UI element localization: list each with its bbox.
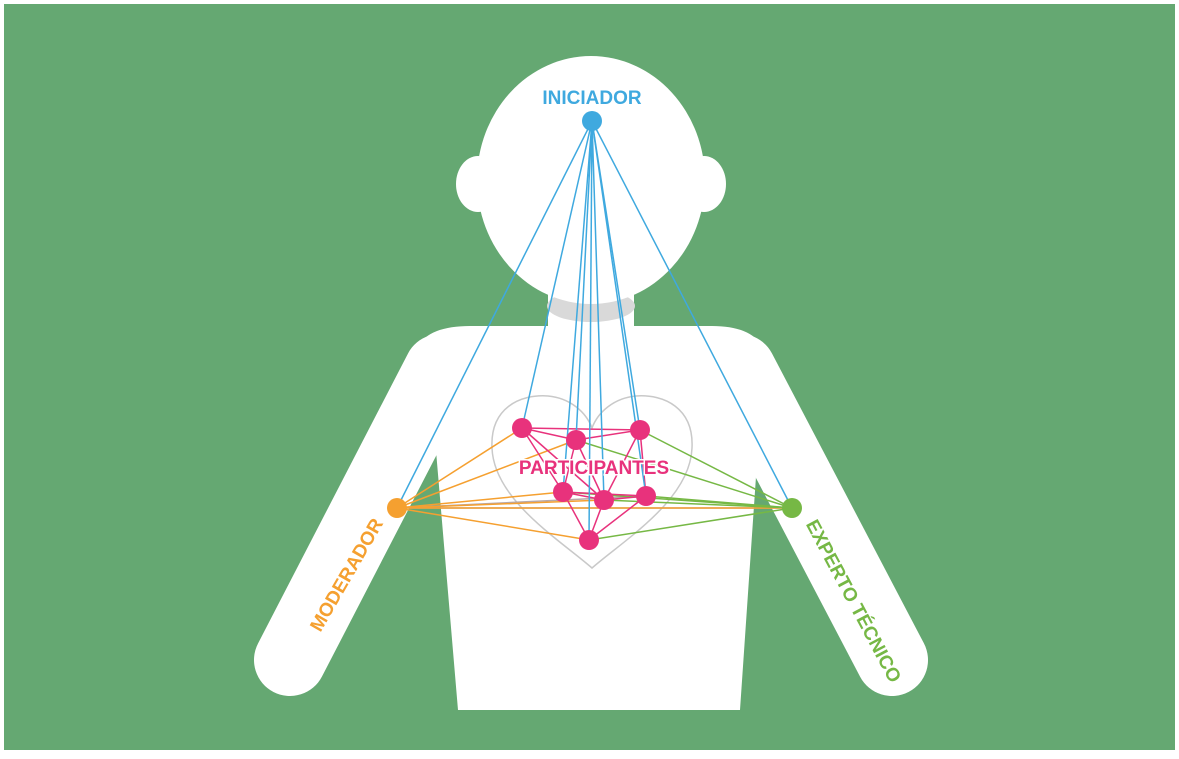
participante-node [594,490,614,510]
participante-node [579,530,599,550]
participante-node [553,482,573,502]
participante-node [566,430,586,450]
iniciador-node [582,111,602,131]
iniciador-label: INICIADOR [542,88,642,109]
moderador-node [387,498,407,518]
experto-node [782,498,802,518]
participantes-label: PARTICIPANTES [519,458,669,479]
participante-node [512,418,532,438]
participante-node [630,420,650,440]
participante-node [636,486,656,506]
